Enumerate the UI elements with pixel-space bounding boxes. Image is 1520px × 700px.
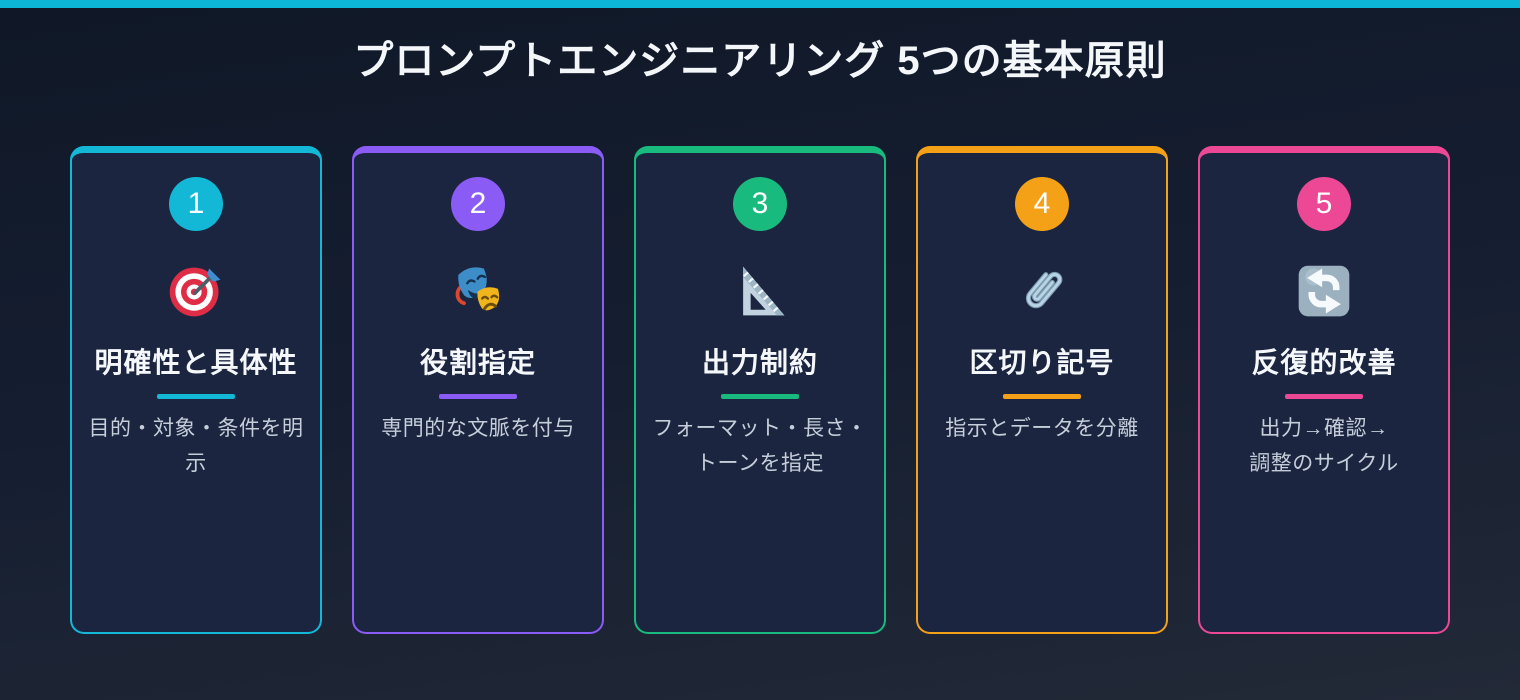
step-number-badge: 5	[1297, 177, 1351, 231]
top-accent-bar	[0, 0, 1520, 8]
card-description: 指示とデータを分離	[945, 417, 1139, 440]
principle-card: 1 明確性と具体性 目的・対象・条件を明示	[70, 146, 322, 634]
theater-masks-icon	[448, 261, 508, 321]
card-description: 目的・対象・条件を明示	[88, 417, 304, 476]
card-title: 役割指定	[419, 347, 536, 378]
step-number-badge: 2	[451, 177, 505, 231]
page-title: プロンプトエンジニアリング 5つの基本原則	[353, 39, 1167, 83]
card-title: 反復的改善	[1251, 347, 1397, 378]
principle-cards-row: 1 明確性と具体性 目的・対象・条件を明示 2	[0, 146, 1520, 634]
principle-card: 4 区切り記号 指示とデータを分離	[916, 146, 1168, 634]
target-icon	[166, 261, 226, 321]
accent-underline	[1285, 394, 1363, 399]
card-description: 専門的な文脈を付与	[381, 417, 575, 440]
step-number-badge: 1	[169, 177, 223, 231]
card-title: 区切り記号	[969, 347, 1115, 378]
card-description: 出力→確認→ 調整のサイクル	[1249, 417, 1399, 476]
principle-card: 5 反復的改善 出力→確認→ 調整のサイクル	[1198, 146, 1450, 634]
step-number-badge: 4	[1015, 177, 1069, 231]
accent-underline	[1003, 394, 1081, 399]
accent-underline	[439, 394, 517, 399]
card-description: フォーマット・長さ・ トーンを指定	[652, 417, 868, 476]
paperclip-icon	[1012, 261, 1072, 321]
step-number-badge: 3	[733, 177, 787, 231]
triangular-ruler-icon	[730, 261, 790, 321]
principle-card: 3 出力制約 フォーマット・長さ・ トーンを指定	[634, 146, 886, 634]
card-title: 明確性と具体性	[94, 347, 298, 378]
principle-card: 2 役割指定 専門的な文脈を付与	[352, 146, 604, 634]
card-title: 出力制約	[701, 347, 818, 378]
accent-underline	[157, 394, 235, 399]
accent-underline	[721, 394, 799, 399]
counterclockwise-arrows-icon	[1294, 261, 1354, 321]
slide: プロンプトエンジニアリング 5つの基本原則 1 明確性と具体性 目的・対象・条件…	[0, 0, 1520, 634]
